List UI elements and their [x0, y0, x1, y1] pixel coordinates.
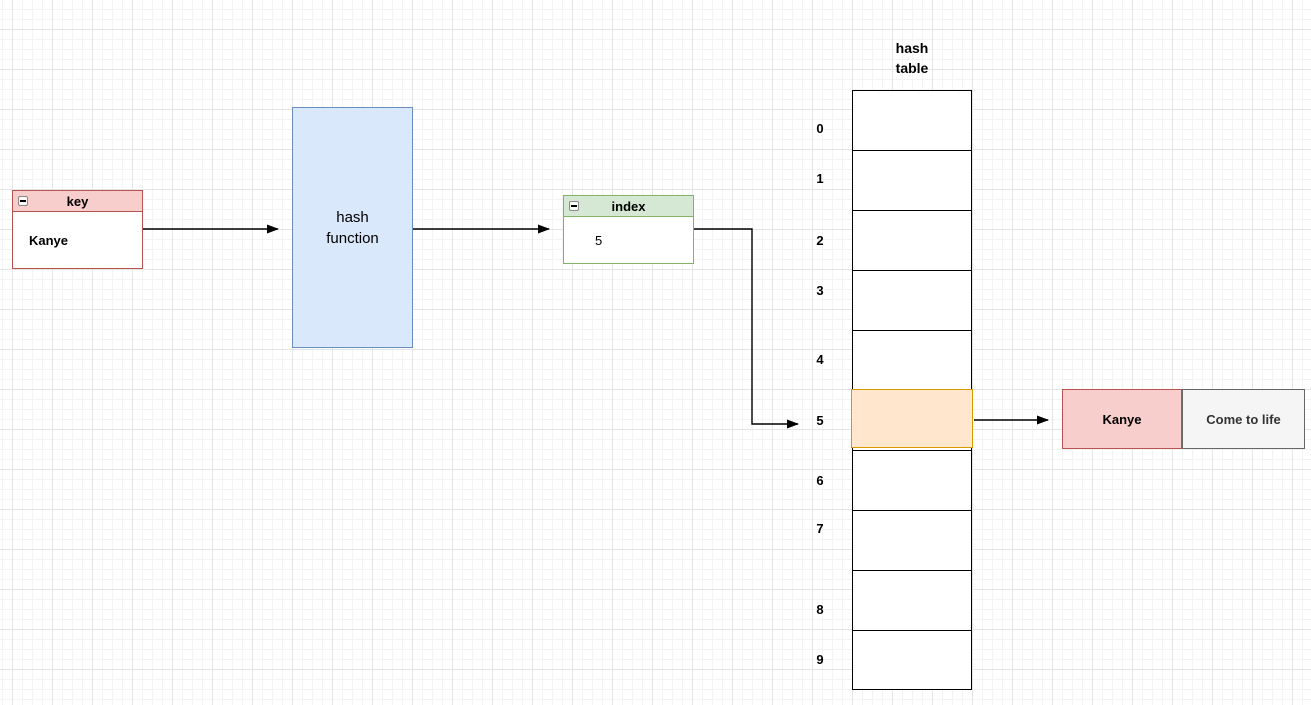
index-box-title: index — [611, 198, 646, 214]
hash-table-slot-2 — [853, 211, 971, 271]
slot-label-9: 9 — [816, 652, 824, 667]
hash-table-slot-8 — [853, 571, 971, 631]
hash-table-slot-1 — [853, 151, 971, 211]
entry-key-cell: Kanye — [1062, 389, 1182, 449]
slot-label-8: 8 — [816, 602, 824, 617]
hash-table-title-line2: table — [895, 60, 929, 76]
slot-label-3: 3 — [816, 283, 824, 298]
minus-glyph — [20, 200, 26, 202]
slot-label-0: 0 — [816, 121, 824, 136]
collapse-minus-icon[interactable] — [569, 201, 579, 211]
hash-table-slot-0 — [853, 91, 971, 151]
index-box-value: 5 — [563, 217, 694, 264]
slot-label-5: 5 — [816, 413, 824, 428]
key-box: key Kanye — [12, 190, 143, 269]
key-box-value: Kanye — [12, 212, 143, 269]
slot-label-4: 4 — [816, 352, 824, 367]
hash-table-slot-6 — [853, 451, 971, 511]
index-box: index 5 — [563, 195, 694, 264]
hash-table-slot-3 — [853, 271, 971, 331]
collapse-minus-icon[interactable] — [18, 196, 28, 206]
arrow-index-to-slot-5 — [694, 228, 799, 429]
slot-label-6: 6 — [816, 473, 824, 488]
slot-label-2: 2 — [816, 233, 824, 248]
hash-table-slot-5-highlight — [851, 389, 973, 448]
slot-label-7: 7 — [816, 521, 824, 536]
hash-function-label-line1: hash — [336, 208, 369, 226]
hash-function-box: hash function — [292, 107, 413, 348]
hash-table-title: hash table — [852, 38, 972, 78]
hash-table-slot-4 — [853, 331, 971, 391]
hash-table-title-line1: hash — [895, 40, 929, 56]
key-box-title: key — [66, 193, 89, 209]
hash-table-slot-5 — [853, 391, 971, 451]
index-box-header: index — [563, 195, 694, 217]
hash-table-slot-9 — [853, 631, 971, 691]
entry-value-cell: Come to life — [1182, 389, 1305, 449]
minus-glyph — [571, 205, 577, 207]
hash-table-slot-7 — [853, 511, 971, 571]
slot-label-1: 1 — [816, 171, 824, 186]
hash-function-label-line2: function — [326, 229, 379, 247]
key-box-header: key — [12, 190, 143, 212]
